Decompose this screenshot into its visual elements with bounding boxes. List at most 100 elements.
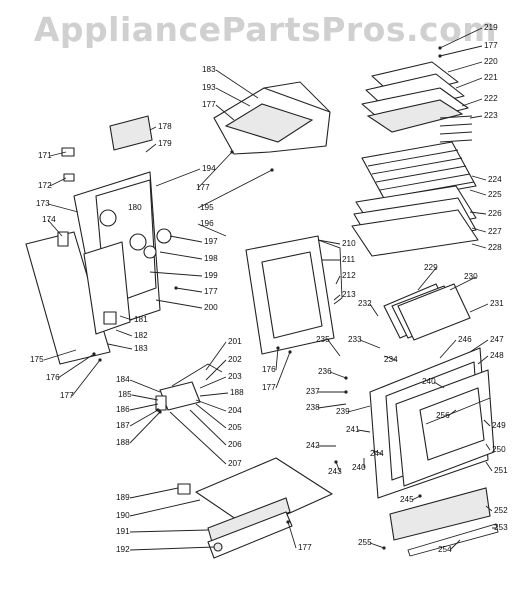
callout-245: 245 bbox=[400, 495, 414, 504]
callout-229: 229 bbox=[424, 263, 438, 272]
callout-179: 179 bbox=[158, 139, 172, 148]
callout-181: 181 bbox=[134, 315, 148, 324]
callout-198: 198 bbox=[204, 254, 218, 263]
leader-lines bbox=[43, 27, 496, 551]
callout-221: 221 bbox=[484, 73, 498, 82]
callout-184: 184 bbox=[116, 375, 130, 384]
callout-192: 192 bbox=[116, 545, 130, 554]
oven-door bbox=[369, 347, 495, 499]
watermark-text: AppliancePartsPros.com bbox=[33, 10, 498, 49]
callout-210: 210 bbox=[342, 239, 356, 248]
callout-242: 242 bbox=[306, 441, 320, 450]
callout-224: 224 bbox=[488, 175, 502, 184]
callout-185: 185 bbox=[118, 390, 132, 399]
storage-drawer bbox=[177, 457, 333, 559]
callout-231: 231 bbox=[490, 299, 504, 308]
callout-196: 196 bbox=[200, 219, 214, 228]
callout-243: 243 bbox=[328, 467, 342, 476]
callout-256: 256 bbox=[436, 411, 450, 420]
callout-220: 220 bbox=[484, 57, 498, 66]
callout-246: 246 bbox=[458, 335, 472, 344]
callout-247: 247 bbox=[490, 335, 504, 344]
callout-235: 235 bbox=[316, 335, 330, 344]
callout-204: 204 bbox=[228, 406, 242, 415]
callout-237: 237 bbox=[306, 387, 320, 396]
broiler-pan-assembly bbox=[361, 61, 469, 133]
window-glass-pack bbox=[383, 283, 471, 341]
callout-205: 205 bbox=[228, 423, 242, 432]
callout-252: 252 bbox=[494, 506, 508, 515]
oven-side-rails bbox=[439, 115, 473, 143]
callout-250: 250 bbox=[492, 445, 506, 454]
callout-177: 177 bbox=[298, 543, 312, 552]
callout-213: 213 bbox=[342, 290, 356, 299]
callout-234: 234 bbox=[384, 355, 398, 364]
callout-202: 202 bbox=[228, 355, 242, 364]
callout-240: 240 bbox=[422, 377, 436, 386]
callout-225: 225 bbox=[488, 190, 502, 199]
callout-211: 211 bbox=[342, 255, 355, 264]
callout-248: 248 bbox=[490, 351, 504, 360]
callout-183: 183 bbox=[134, 344, 148, 353]
callout-177: 177 bbox=[202, 100, 216, 109]
callout-177: 177 bbox=[60, 391, 74, 400]
callout-200: 200 bbox=[204, 303, 218, 312]
callout-223: 223 bbox=[484, 111, 498, 120]
callout-254: 254 bbox=[438, 545, 452, 554]
callout-201: 201 bbox=[228, 337, 242, 346]
callout-188: 188 bbox=[116, 438, 130, 447]
callout-194: 194 bbox=[202, 164, 216, 173]
callout-197: 197 bbox=[204, 237, 218, 246]
nameplate-178 bbox=[109, 115, 153, 151]
callout-238: 238 bbox=[306, 403, 320, 412]
callout-177: 177 bbox=[484, 41, 498, 50]
callout-199: 199 bbox=[204, 271, 218, 280]
callout-180: 180 bbox=[128, 203, 142, 212]
oven-frame bbox=[245, 235, 343, 355]
callout-241: 241 bbox=[346, 425, 360, 434]
cooktop-panel bbox=[213, 81, 331, 155]
callout-193: 193 bbox=[202, 83, 216, 92]
callout-233: 233 bbox=[348, 335, 362, 344]
callout-176: 176 bbox=[46, 373, 60, 382]
callout-190: 190 bbox=[116, 511, 130, 520]
small-bracket-parts bbox=[57, 147, 117, 325]
callout-207: 207 bbox=[228, 459, 242, 468]
callout-174: 174 bbox=[42, 215, 56, 224]
door-latch-assembly bbox=[155, 363, 223, 411]
callout-232: 232 bbox=[358, 299, 372, 308]
callout-195: 195 bbox=[200, 203, 214, 212]
callout-175: 175 bbox=[30, 355, 44, 364]
callout-222: 222 bbox=[484, 94, 498, 103]
callout-230: 230 bbox=[464, 272, 478, 281]
callout-186: 186 bbox=[116, 405, 130, 414]
access-panel bbox=[83, 241, 131, 335]
callout-188: 188 bbox=[230, 388, 244, 397]
oven-rack-lower bbox=[351, 185, 479, 257]
callout-177: 177 bbox=[262, 383, 276, 392]
callout-171: 171 bbox=[38, 151, 52, 160]
callout-191: 191 bbox=[116, 527, 130, 536]
callout-236: 236 bbox=[318, 367, 332, 376]
callout-176: 176 bbox=[262, 365, 276, 374]
callout-182: 182 bbox=[134, 331, 148, 340]
callout-173: 173 bbox=[36, 199, 50, 208]
callout-253: 253 bbox=[494, 523, 508, 532]
callout-labels: 219 177 220 221 222 223 224 225 226 227 … bbox=[30, 23, 508, 554]
callout-177: 177 bbox=[204, 287, 218, 296]
callout-249: 249 bbox=[492, 421, 506, 430]
callout-251: 251 bbox=[494, 466, 508, 475]
callout-172: 172 bbox=[38, 181, 52, 190]
callout-227: 227 bbox=[488, 227, 502, 236]
callout-240: 240 bbox=[352, 463, 366, 472]
callout-203: 203 bbox=[228, 372, 242, 381]
callout-239: 239 bbox=[336, 407, 350, 416]
callout-255: 255 bbox=[358, 538, 372, 547]
callout-228: 228 bbox=[488, 243, 502, 252]
callout-183: 183 bbox=[202, 65, 216, 74]
callout-177: 177 bbox=[196, 183, 210, 192]
callout-219: 219 bbox=[484, 23, 498, 32]
kick-plate bbox=[389, 487, 499, 557]
callout-226: 226 bbox=[488, 209, 502, 218]
callout-178: 178 bbox=[158, 122, 172, 131]
